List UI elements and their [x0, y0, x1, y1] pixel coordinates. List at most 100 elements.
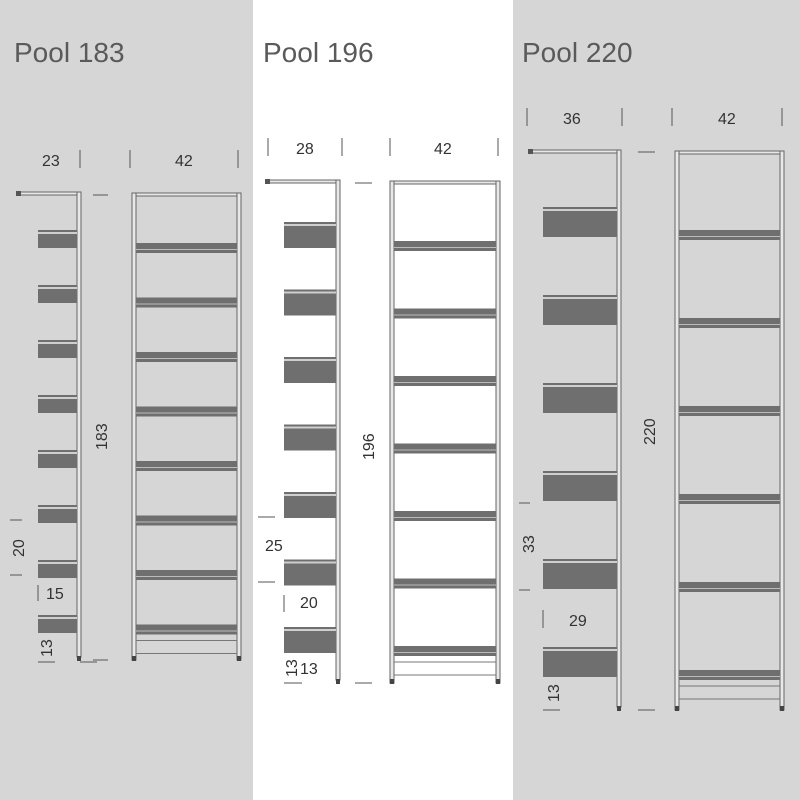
side-shelf-lip	[284, 494, 336, 496]
side-shelf-lip	[284, 224, 336, 226]
shelf-spacing-label: 25	[265, 538, 283, 555]
side-shelf-lip	[284, 561, 336, 564]
front-shelf-edge	[136, 249, 237, 250]
side-shelf	[38, 505, 77, 523]
depth-label: 28	[296, 141, 314, 158]
side-top-hook	[17, 191, 81, 196]
side-shelf	[284, 559, 336, 586]
front-shelf	[136, 352, 237, 362]
shelf-gap-label: 29	[569, 613, 587, 630]
hook-end-cap	[16, 191, 21, 196]
front-shelf	[679, 406, 780, 416]
panel-pool-183	[0, 0, 253, 800]
side-shelf	[543, 383, 617, 413]
front-shelf	[136, 406, 237, 417]
front-shelf	[394, 308, 496, 319]
front-shelf-edge	[394, 382, 496, 383]
post-foot	[780, 706, 784, 711]
front-top-bar	[674, 150, 785, 155]
foot-label: 13	[39, 639, 56, 657]
width-label: 42	[434, 141, 452, 158]
side-shelf-lip	[543, 385, 617, 387]
side-top-hook	[529, 149, 621, 154]
side-shelf-lip	[38, 232, 77, 234]
side-top-hook	[266, 179, 340, 184]
post-foot	[132, 656, 136, 661]
front-shelf-edge	[136, 303, 237, 305]
front-shelf-edge	[394, 652, 496, 653]
front-shelf	[394, 646, 496, 656]
front-shelf-edge	[679, 500, 780, 501]
side-shelf-lip	[543, 649, 617, 651]
front-shelf	[679, 230, 780, 240]
foot-label: 13	[284, 659, 301, 677]
side-post	[616, 149, 622, 708]
post-foot	[336, 679, 340, 684]
side-shelf	[284, 289, 336, 316]
side-shelf	[38, 395, 77, 413]
front-top-bar	[131, 192, 242, 197]
side-shelf-lip	[38, 617, 77, 619]
front-shelf	[679, 318, 780, 328]
model-title: Pool 220	[522, 37, 633, 68]
front-top-bar	[389, 180, 501, 185]
front-shelf	[136, 243, 237, 253]
shelf-spacing-label: 20	[11, 539, 28, 557]
front-shelf-edge	[394, 517, 496, 518]
front-right-post	[495, 180, 501, 684]
side-shelf	[543, 559, 617, 589]
front-left-post	[674, 150, 680, 711]
front-shelf	[679, 494, 780, 504]
side-shelf-lip	[284, 359, 336, 361]
hook-end-cap	[265, 179, 270, 184]
front-right-post	[779, 150, 785, 711]
side-shelf	[38, 615, 77, 633]
height-label: 183	[94, 423, 111, 450]
front-shelf-edge	[136, 412, 237, 414]
side-shelf	[543, 207, 617, 237]
front-shelf-edge	[394, 584, 496, 586]
side-shelf	[38, 230, 77, 248]
side-shelf-lip	[38, 562, 77, 564]
post-foot	[496, 679, 500, 684]
shelf-gap-label: 20	[300, 595, 318, 612]
side-shelf	[284, 357, 336, 383]
side-shelf-lip	[38, 507, 77, 509]
side-shelf	[543, 295, 617, 325]
depth-label: 23	[42, 153, 60, 170]
front-shelf	[136, 461, 237, 471]
front-shelf	[394, 376, 496, 386]
side-shelf	[38, 285, 77, 303]
front-shelf	[394, 578, 496, 589]
foot-label-alt: 13	[300, 661, 318, 678]
side-shelf	[284, 492, 336, 518]
side-shelf-lip	[284, 426, 336, 429]
post-foot	[617, 706, 621, 711]
side-shelf-lip	[38, 452, 77, 454]
front-shelf	[136, 515, 237, 526]
hook-end-cap	[528, 149, 533, 154]
post-foot	[390, 679, 394, 684]
side-post	[76, 191, 82, 658]
width-label: 42	[175, 153, 193, 170]
front-shelf	[136, 570, 237, 580]
post-foot	[77, 656, 81, 661]
width-label: 42	[718, 111, 736, 128]
front-shelf-edge	[679, 236, 780, 237]
front-shelf-edge	[394, 247, 496, 248]
front-shelf	[679, 582, 780, 592]
side-shelf	[543, 471, 617, 501]
front-left-post	[389, 180, 395, 684]
front-shelf-edge	[679, 676, 780, 677]
front-shelf-edge	[394, 449, 496, 451]
side-shelf	[284, 424, 336, 451]
front-shelf-edge	[136, 576, 237, 577]
side-shelf-lip	[38, 397, 77, 399]
shelf-spacing-label: 33	[521, 535, 538, 553]
height-label: 196	[361, 433, 378, 460]
front-right-post	[236, 192, 242, 661]
front-shelf	[136, 624, 237, 635]
model-title: Pool 196	[263, 37, 374, 68]
